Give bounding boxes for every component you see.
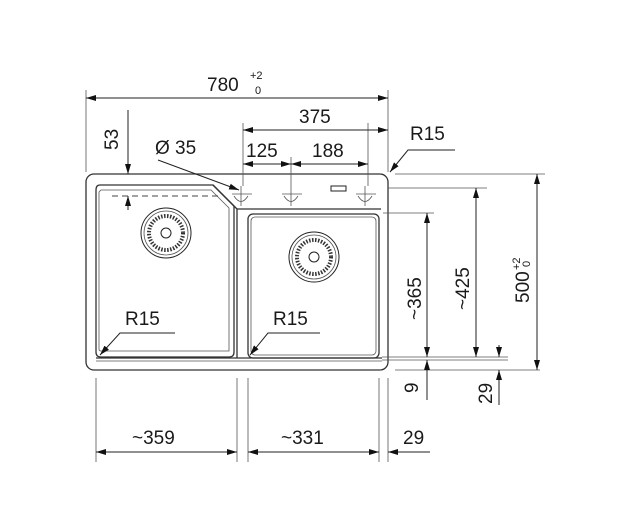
- dim-rear-gap-right: 9: [402, 382, 423, 393]
- dim-front-margin: 53: [102, 129, 123, 150]
- dim-tap-offset-2: 188: [312, 141, 344, 162]
- dim-overall-depth: 500: [513, 271, 534, 303]
- right-drain: [288, 231, 340, 283]
- tap-holes: [232, 185, 376, 206]
- dim-left-bowl-radius: R15: [125, 309, 160, 330]
- dim-side-margin: 29: [403, 428, 424, 449]
- left-bowl: [95, 184, 235, 358]
- right-bowl: [247, 213, 380, 359]
- tol-lower: 0: [521, 261, 533, 267]
- tol-upper: +2: [511, 257, 523, 270]
- dim-left-bowl-width: ~359: [132, 428, 175, 449]
- dim-outer-radius: R15: [410, 124, 445, 145]
- dim-tap-offset-1: 125: [246, 141, 278, 162]
- dim-tap-hole: Ø 35: [155, 138, 196, 159]
- dim-right-bowl-width: ~331: [281, 428, 324, 449]
- dim-tap-span: 375: [299, 107, 331, 128]
- dim-right-bowl-depth: ~365: [405, 277, 426, 320]
- tol-upper: +2: [250, 70, 263, 82]
- dim-right-bowl-radius: R15: [273, 309, 308, 330]
- overflow-slot: [330, 185, 347, 192]
- left-drain: [140, 207, 192, 259]
- sink-outline: [85, 173, 389, 371]
- dim-overall-width: 780: [207, 75, 239, 96]
- dim-rear-gap-left: 29: [476, 383, 497, 404]
- dim-left-bowl-depth: ~425: [453, 267, 474, 310]
- tol-lower: 0: [255, 85, 261, 97]
